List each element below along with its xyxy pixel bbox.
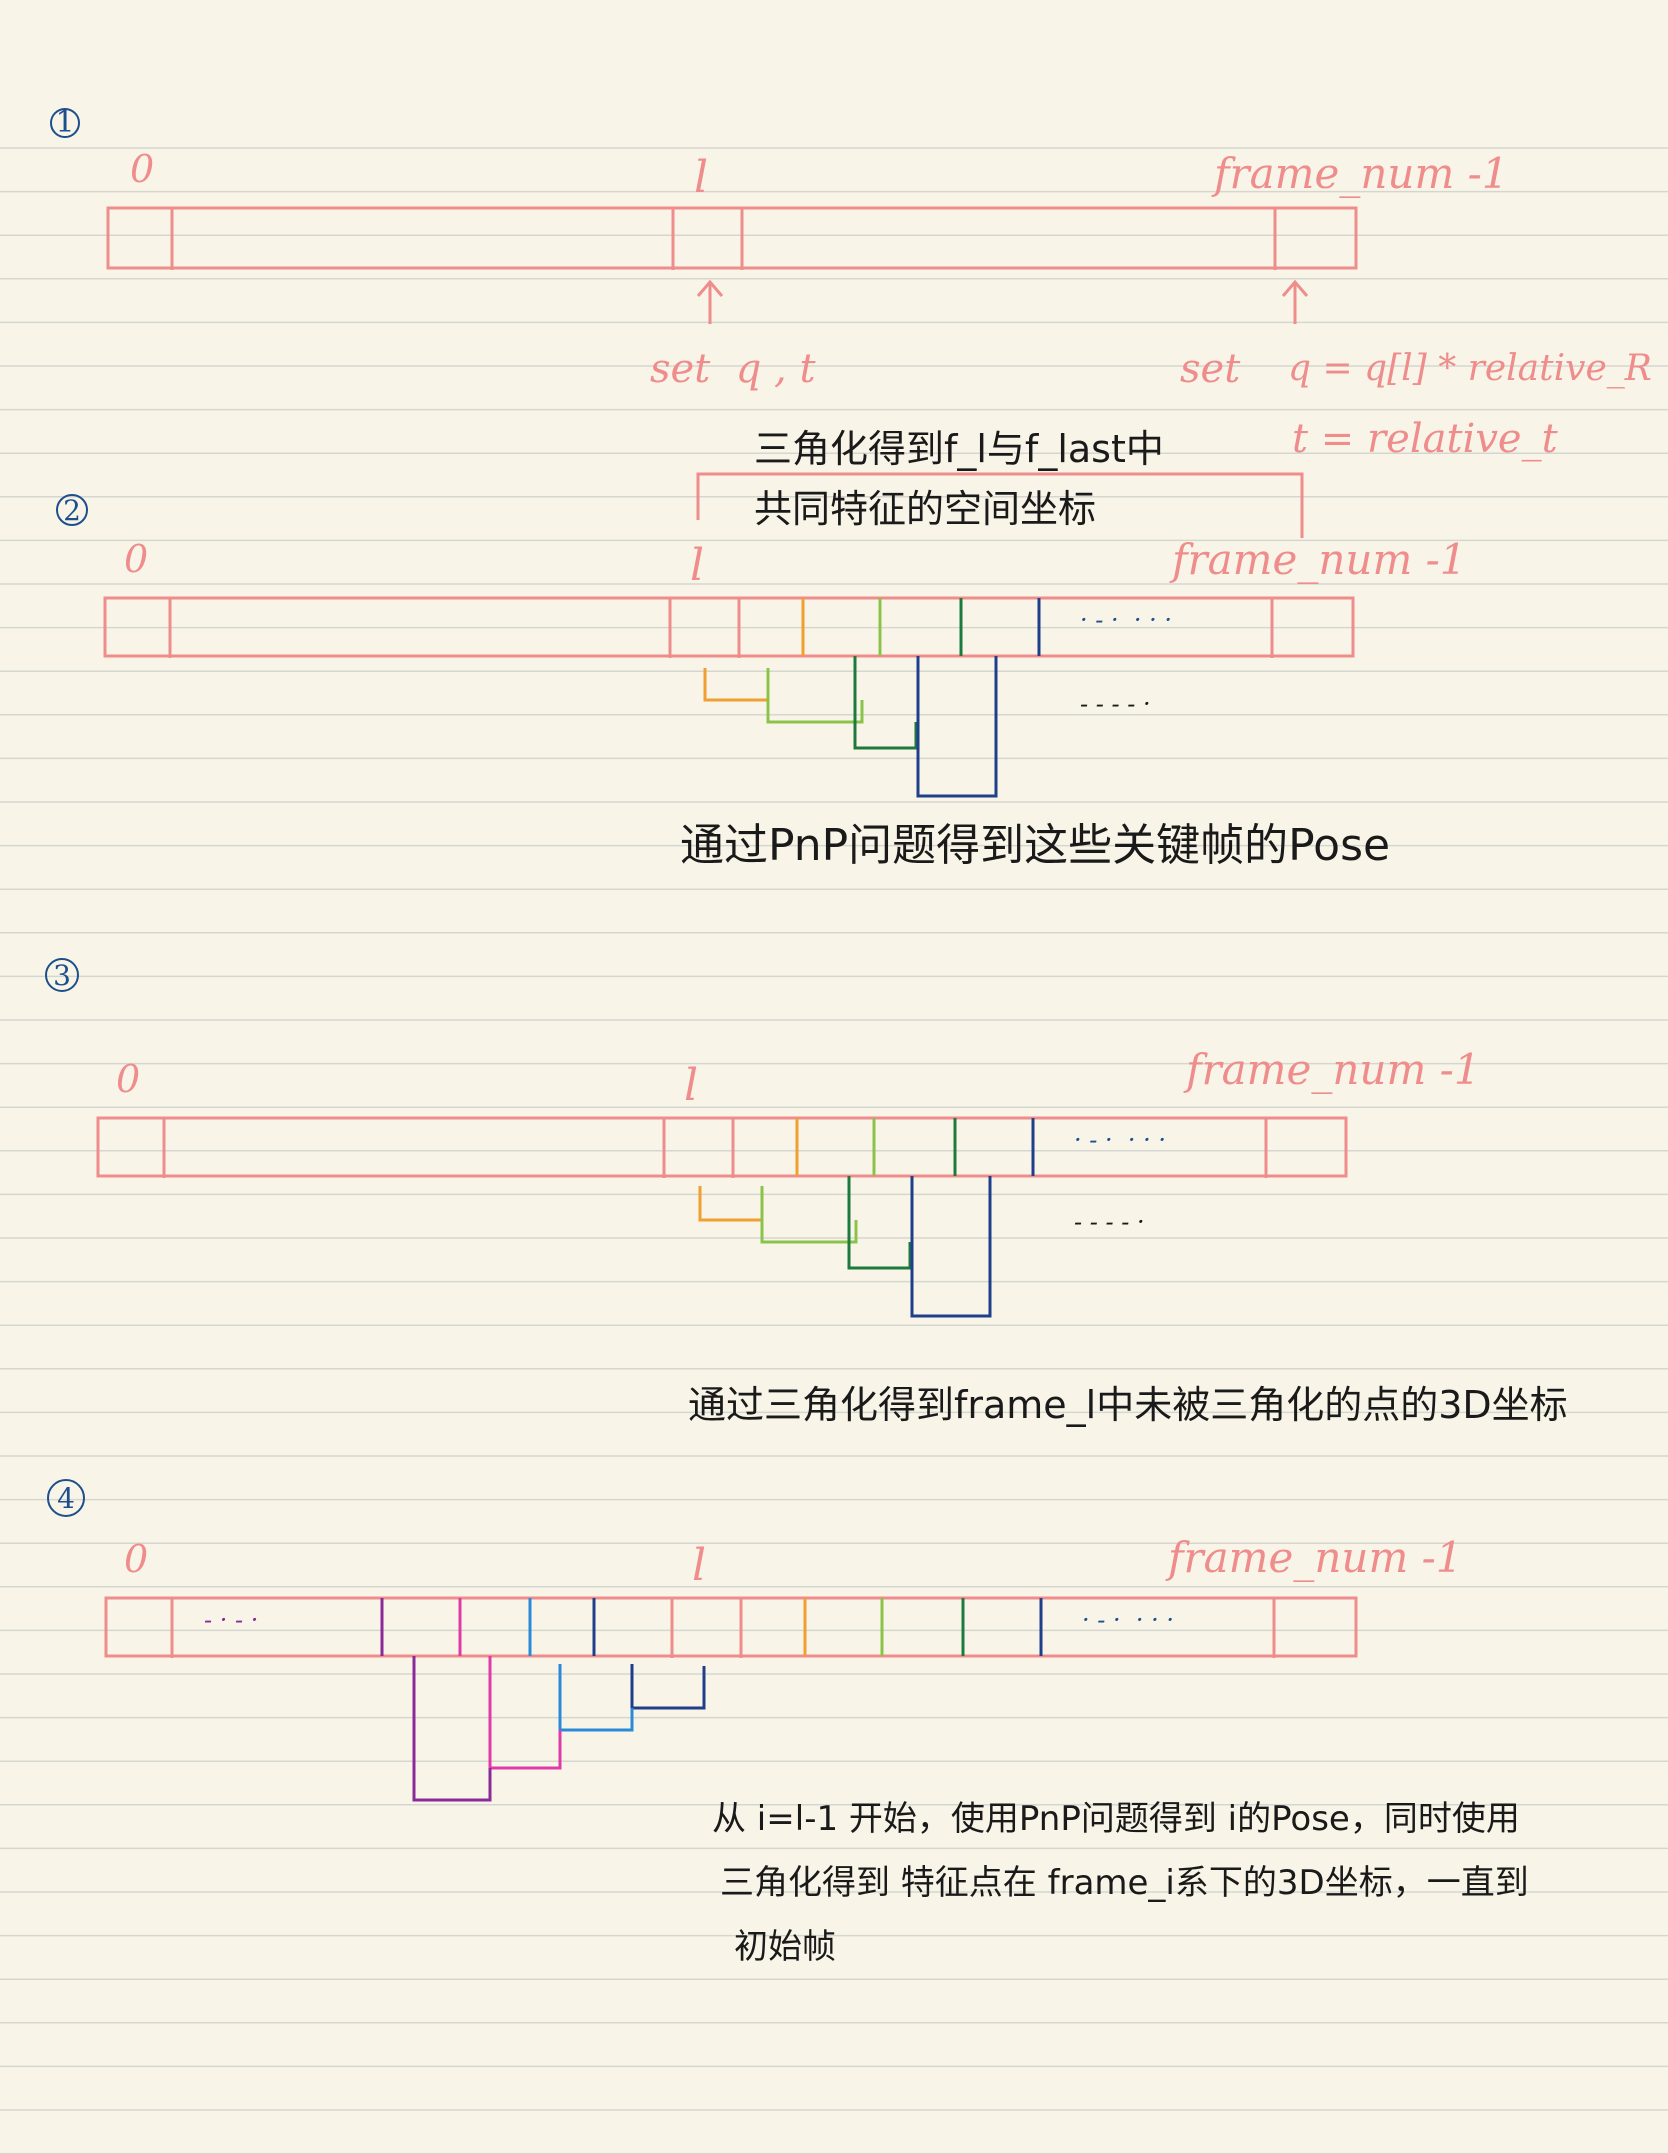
step-3: 3 0 l frame_num -1 · - · · · · - - - - ·…	[45, 958, 1568, 1427]
step-4-links	[412, 1656, 706, 1802]
step-1-label-l: l	[694, 152, 708, 203]
step-1-arrow-label-l: set q , t	[650, 346, 816, 392]
step-4-caption-line-2: 三角化得到 特征点在 frame_i系下的3D坐标，一直到	[720, 1863, 1529, 1903]
step-3-number: 3	[53, 959, 71, 992]
step-2-label-l: l	[690, 540, 704, 591]
step-3-label-l: l	[684, 1060, 698, 1111]
step-3-dots: · - · · · ·	[1074, 1126, 1166, 1154]
step-2-links	[703, 656, 998, 798]
step-1-number-circle	[50, 108, 80, 138]
step-3-label-end: frame_num -1	[1183, 1045, 1481, 1094]
step-3-label-zero: 0	[116, 1057, 140, 1101]
step-2-bracket	[696, 472, 1304, 538]
step-1-note-line-2: 共同特征的空间坐标	[754, 487, 1096, 531]
step-1-arrow-label-end-q: q = q[l] * relative_R	[1288, 348, 1652, 389]
step-3-caption: 通过三角化得到frame_l中未被三角化的点的3D坐标	[688, 1383, 1568, 1427]
step-2-label-zero: 0	[124, 537, 148, 581]
step-1-arrow-label-end-set: set	[1180, 346, 1241, 392]
step-4-label-l: l	[692, 1540, 706, 1591]
step-2-caption: 通过PnP问题得到这些关键帧的Pose	[680, 820, 1390, 871]
step-1-label-end: frame_num -1	[1211, 149, 1509, 198]
step-3-keyframe-markers	[795, 1118, 1035, 1176]
step-2-number-circle	[56, 494, 88, 526]
step-3-number-circle	[45, 958, 79, 992]
step-4-caption-line-3: 初始帧	[734, 1927, 836, 1967]
step-4-dots-left: - · - ·	[204, 1606, 258, 1634]
step-4-caption-line-1: 从 i=l-1 开始，使用PnP问题得到 i的Pose，同时使用	[712, 1799, 1520, 1839]
step-4-label-end: frame_num -1	[1165, 1533, 1463, 1582]
step-2-number: 2	[63, 494, 81, 527]
step-4-dots: · - · · · ·	[1082, 1606, 1174, 1634]
step-4-label-zero: 0	[124, 1537, 148, 1581]
step-2-frame-strip	[103, 596, 1355, 658]
arrow-up-icon	[696, 279, 724, 324]
step-2-dots: · - · · · ·	[1080, 606, 1172, 634]
step-2-dots-below: - - - - ·	[1080, 690, 1151, 718]
step-1-arrow-label-end-t: t = relative_t	[1292, 416, 1559, 462]
step-4-left-markers	[380, 1598, 596, 1656]
step-1-frame-strip	[106, 206, 1358, 270]
step-1-number: 1	[55, 105, 74, 140]
step-2-label-end: frame_num -1	[1169, 535, 1467, 584]
step-1-note-line-1: 三角化得到f_l与f_last中	[754, 427, 1164, 471]
step-1: 1 0 l frame_num -1 set q , t set q = q[l…	[50, 105, 1652, 531]
step-4-frame-strip	[104, 1596, 1358, 1658]
step-4-number: 4	[57, 1482, 75, 1515]
step-2-keyframe-markers	[801, 598, 1041, 656]
step-1-label-zero: 0	[130, 147, 154, 191]
step-3-frame-strip	[96, 1116, 1348, 1178]
step-2: 2 0 l frame_num -1 · - · · · · - - - - ·	[56, 472, 1467, 871]
step-4-number-circle	[47, 1479, 85, 1517]
step-4: 4 0 l frame_num -1 - · - · · - · · · ·	[47, 1479, 1529, 1967]
step-3-dots-below: - - - - ·	[1074, 1208, 1145, 1236]
step-3-links	[698, 1176, 992, 1318]
step-4-right-markers	[803, 1598, 1043, 1656]
arrow-up-icon	[1281, 279, 1309, 324]
